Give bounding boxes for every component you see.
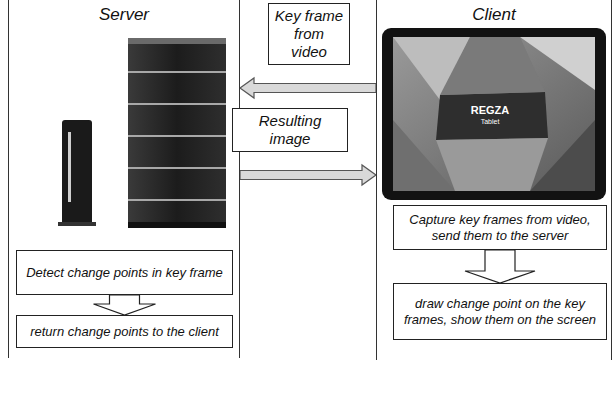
edge-label: Key frame from video (274, 7, 344, 61)
router-device (58, 120, 96, 226)
edge-label-box: Resulting image (232, 108, 348, 152)
device-logo: Tablet (465, 118, 515, 125)
tablet-body (382, 28, 606, 200)
block-arrow (465, 250, 535, 283)
screen-shard (440, 37, 545, 95)
block-arrow (240, 165, 376, 185)
process-box: Capture key frames from video, send them… (393, 205, 607, 250)
tower-base (128, 222, 226, 228)
tower-body (128, 38, 226, 228)
device-logo: REGZA (465, 104, 515, 116)
process-box: draw change point on the key frames, sho… (393, 283, 607, 340)
side-panel: ClientCapture key frames from video, sen… (376, 0, 612, 360)
process-box: Detect change points in key frame (16, 250, 233, 295)
tablet-screen (393, 37, 595, 191)
tower-band (128, 71, 226, 73)
box-text: Capture key frames from video, send them… (400, 212, 600, 243)
screen-shard (436, 138, 548, 191)
tower-band (128, 167, 226, 169)
router-body (62, 120, 92, 226)
box-text: return change points to the client (30, 324, 219, 340)
tablet-device (382, 28, 606, 200)
tower-band (128, 199, 226, 201)
screen-shard (436, 92, 548, 140)
tower-band (128, 135, 226, 137)
process-box: return change points to the client (16, 315, 233, 348)
box-text: Detect change points in key frame (26, 265, 223, 281)
router-stand (58, 222, 96, 226)
panel-title: Client (377, 5, 611, 25)
block-arrow (240, 78, 376, 98)
block-arrow (94, 295, 156, 315)
tower-band (128, 103, 226, 105)
box-text: draw change point on the key frames, sho… (400, 296, 600, 327)
edge-label: Resulting image (238, 112, 342, 148)
router-slit (68, 132, 71, 202)
panel-title: Server (9, 5, 239, 25)
server-tower (128, 38, 226, 228)
tower-top (128, 38, 226, 44)
side-panel: ServerDetect change points in key frame r… (8, 0, 240, 358)
edge-label-box: Key frame from video (268, 3, 350, 65)
